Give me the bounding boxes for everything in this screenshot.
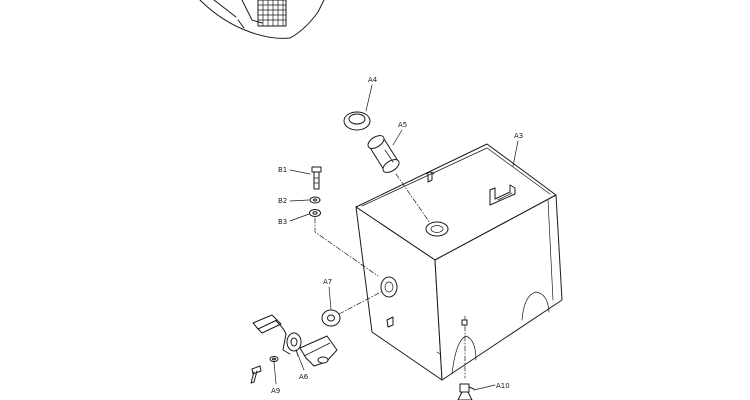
drain-valve	[457, 315, 475, 400]
label-a7: A7	[323, 278, 332, 286]
filler-neck	[367, 135, 400, 173]
label-a3: A3	[514, 132, 523, 140]
leader-lines	[273, 84, 519, 391]
label-a5: A5	[398, 121, 407, 129]
label-a6: A6	[299, 373, 309, 381]
label-a9: A9	[271, 387, 280, 395]
centerline-neck	[395, 173, 431, 224]
fuel-tank	[355, 143, 563, 381]
bolt	[311, 166, 322, 190]
gasket	[321, 309, 341, 327]
filler-cap	[343, 111, 371, 131]
label-b2: B2	[278, 197, 287, 205]
machine-overview	[199, 0, 325, 39]
label-b3: B3	[278, 218, 287, 226]
label-a10: A10	[496, 382, 510, 390]
callout-labels: A4 A5 A3 B1 B2 B3 A7 A6 A9 A10	[271, 76, 523, 395]
screw	[250, 356, 279, 384]
lock-washer	[309, 196, 321, 204]
centerline-gasket	[338, 291, 382, 315]
flat-washer	[309, 209, 321, 217]
label-a4: A4	[368, 76, 378, 84]
centerline-bolt	[314, 217, 379, 277]
label-b1: B1	[278, 166, 287, 174]
fuel-level-sender	[252, 314, 338, 367]
